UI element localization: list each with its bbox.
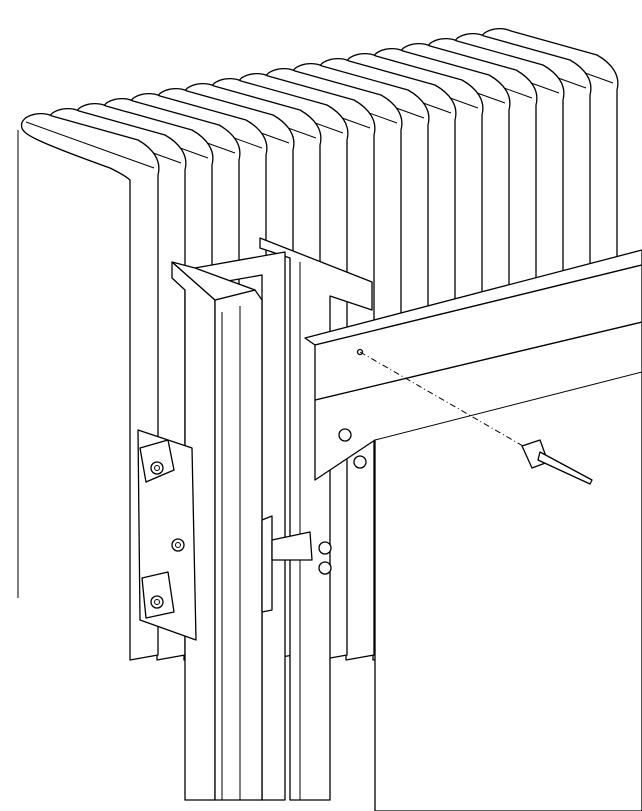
bolt-icon — [318, 541, 332, 555]
bracket-clip-lower — [141, 571, 175, 619]
bolt-icon — [154, 465, 160, 471]
panel-top-return — [304, 249, 642, 346]
bolt-icon — [318, 561, 332, 575]
rivet-icon — [521, 439, 593, 485]
bolt-icon — [150, 461, 164, 475]
cladding-panel — [261, 249, 642, 811]
insulation-batt — [21, 113, 160, 661]
rear-flange — [259, 237, 373, 801]
bracket-clip-upper — [139, 439, 175, 483]
bolt-icon — [154, 599, 160, 605]
bolt-icon — [175, 542, 181, 548]
front-post-top — [171, 261, 256, 301]
bolt-icon — [338, 428, 352, 442]
panel-hanger — [261, 515, 273, 613]
panel-upper-face — [314, 264, 642, 401]
bolt-icon — [150, 595, 164, 609]
bolt-icon — [171, 538, 185, 552]
batt-top-fold — [25, 121, 155, 169]
panel-edge — [374, 371, 642, 441]
panel-face — [314, 321, 642, 811]
anchor-bracket — [137, 429, 197, 641]
hanger-pin — [271, 531, 313, 561]
bolt-icon — [353, 455, 367, 469]
